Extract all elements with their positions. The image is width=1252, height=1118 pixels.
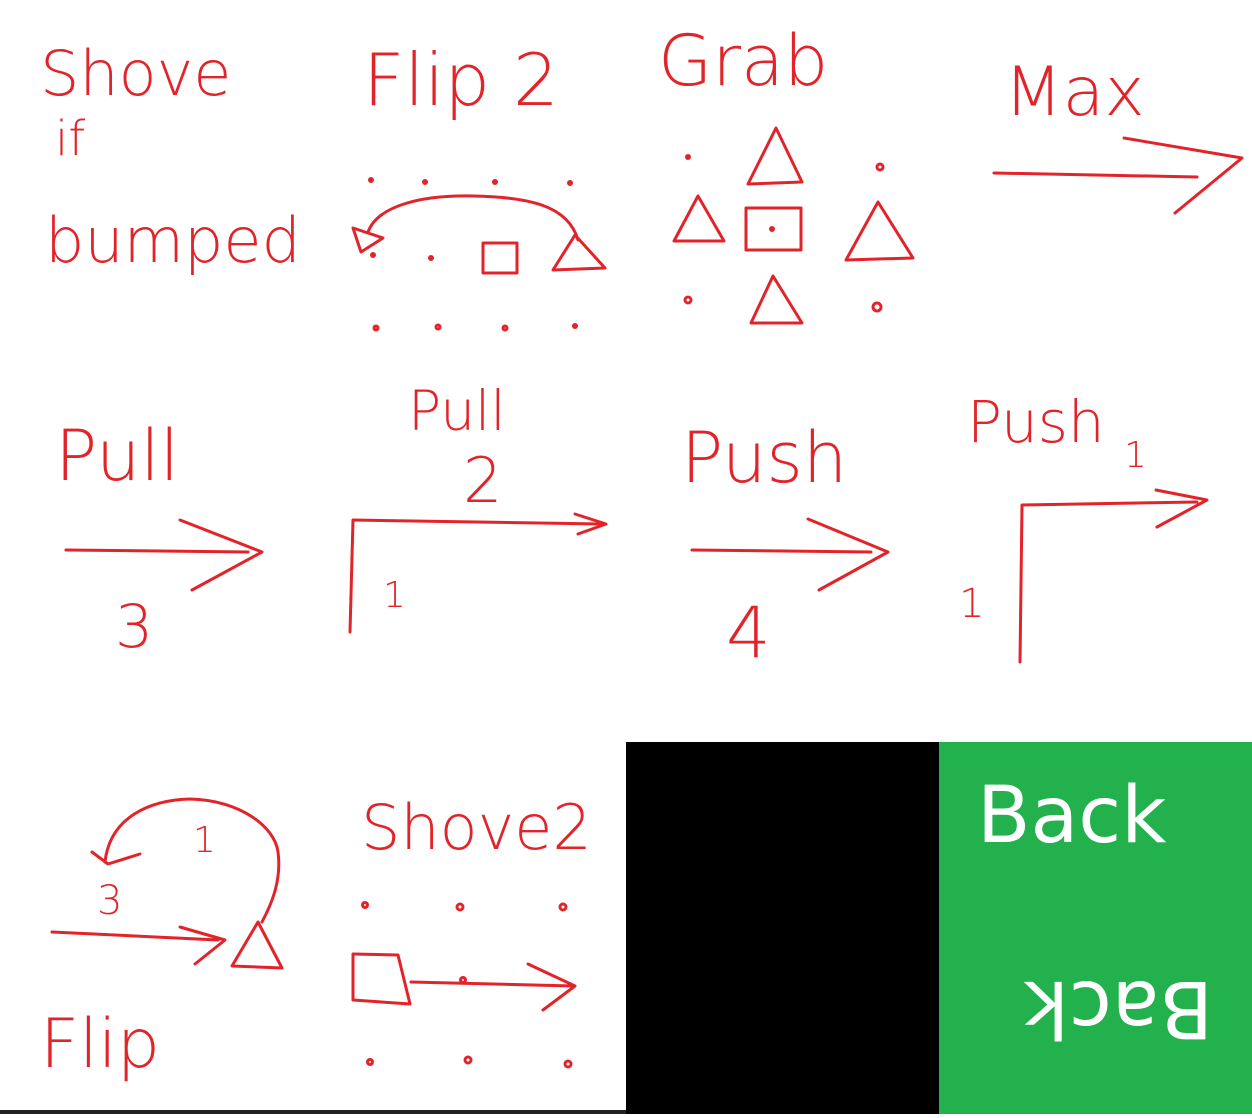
corner-arrow-icon xyxy=(1018,488,1209,664)
card-flip-2[interactable]: Flip 2 xyxy=(313,0,626,372)
corner-count: 1 xyxy=(959,581,984,627)
card-title: Flip 2 xyxy=(363,38,559,122)
card-title: Shove xyxy=(40,37,231,110)
arrow-right-icon xyxy=(409,962,577,1012)
corner-arrow-icon xyxy=(348,512,608,634)
start-triangle-icon xyxy=(351,226,385,254)
back-label: Back xyxy=(977,771,1166,861)
card-shove-2[interactable]: Shove2 xyxy=(313,742,626,1114)
arrow-right-icon xyxy=(64,518,264,592)
card-shove-if-bumped[interactable]: Shove if bumped xyxy=(0,0,313,372)
card-pull-2[interactable]: Pull 2 1 xyxy=(313,372,626,744)
flip-arrow xyxy=(366,194,580,242)
corner-count: 1 xyxy=(383,575,406,616)
dot-grid xyxy=(368,177,578,332)
arrow-right-icon xyxy=(690,517,890,592)
card-grab[interactable]: Grab xyxy=(626,0,939,372)
arrow-right-icon xyxy=(992,136,1244,215)
spin-count: 3 xyxy=(97,878,122,924)
square-piece-icon xyxy=(481,241,519,275)
move-count: 2 xyxy=(463,444,502,517)
back-label-flipped: Back xyxy=(1024,963,1213,1053)
grab-diagram xyxy=(672,126,915,325)
card-title: Grab xyxy=(658,20,828,102)
arrow-right-icon xyxy=(50,925,227,966)
card-subtitle: if xyxy=(55,111,85,167)
card-title: Push xyxy=(681,417,847,499)
blank-card xyxy=(626,742,939,1114)
card-pull-3[interactable]: Pull 3 xyxy=(0,372,313,744)
loop-arrow xyxy=(103,797,281,924)
card-subtitle: bumped xyxy=(45,204,301,277)
spin-count: 1 xyxy=(193,820,216,861)
card-title: Pull xyxy=(408,379,506,443)
card-title: Max xyxy=(1004,53,1145,132)
card-flip[interactable]: 1 3 Flip xyxy=(0,742,313,1114)
card-title: Shove2 xyxy=(361,791,592,864)
pushed-piece-icon xyxy=(351,952,412,1006)
card-max[interactable]: Max xyxy=(939,0,1252,372)
triangle-piece-icon xyxy=(230,920,284,970)
back-button[interactable]: Back Back xyxy=(939,742,1252,1114)
loop-arrow-head xyxy=(90,850,142,866)
card-push-4[interactable]: Push 4 xyxy=(626,372,939,744)
triangle-piece-icon xyxy=(551,233,607,272)
move-count: 1 xyxy=(1124,435,1147,476)
move-count: 4 xyxy=(726,592,771,674)
move-count: 3 xyxy=(115,592,153,662)
card-title: Push xyxy=(967,388,1105,456)
bottom-edge xyxy=(0,1110,626,1114)
card-title: Flip xyxy=(40,1005,160,1084)
card-title: Pull xyxy=(55,415,179,497)
card-push-1[interactable]: Push 1 1 xyxy=(939,372,1252,744)
